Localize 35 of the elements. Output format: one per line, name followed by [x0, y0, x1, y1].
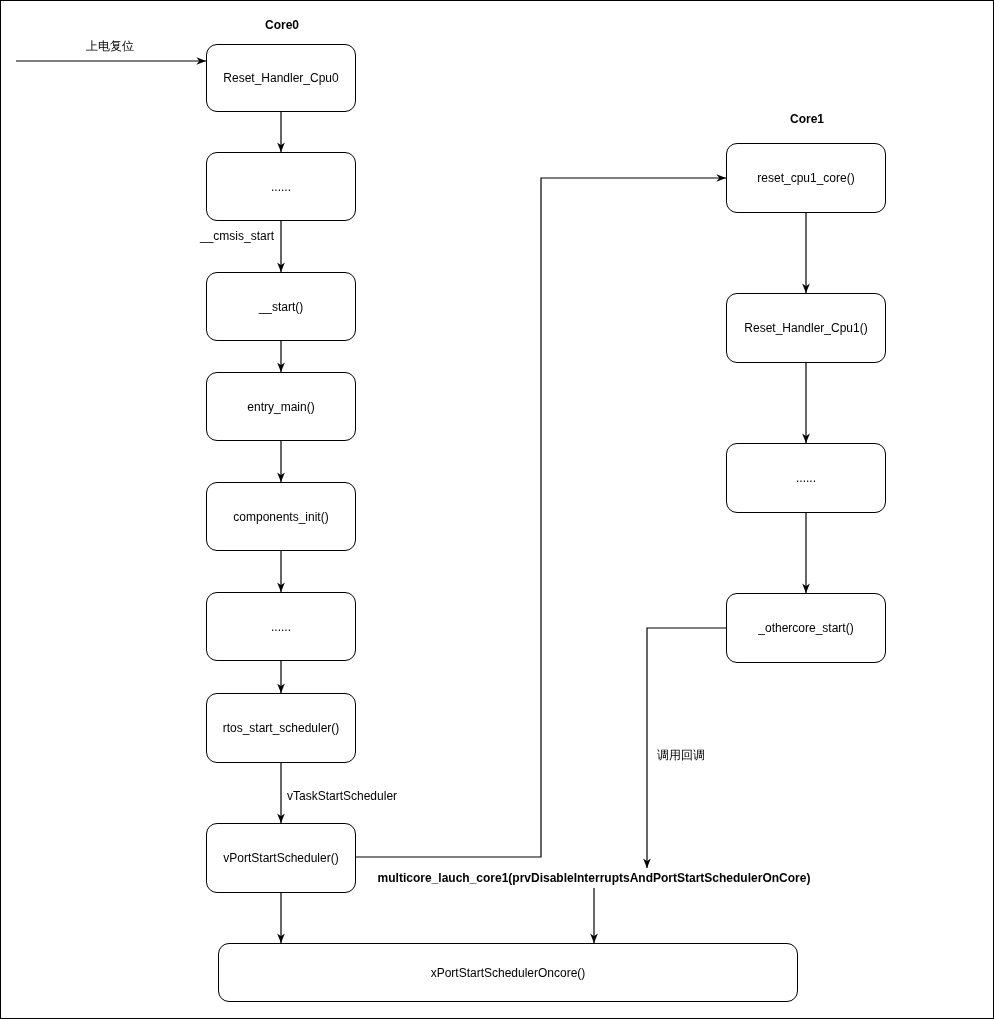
arrow: [802, 362, 810, 444]
process-box: __start(): [206, 272, 356, 341]
arrow: [643, 627, 727, 869]
arrow: [590, 887, 598, 944]
arrow: [355, 174, 727, 858]
process-box: ......: [206, 152, 356, 221]
edge-label: vTaskStartScheduler: [287, 789, 398, 803]
arrow: [277, 111, 285, 153]
process-box: _othercore_start(): [726, 593, 886, 663]
column-heading: Core1: [790, 112, 824, 126]
process-box: Reset_Handler_Cpu0: [206, 44, 356, 112]
edge-label: 上电复位: [86, 39, 134, 53]
arrow: [277, 550, 285, 593]
arrow: [277, 440, 285, 483]
process-box: reset_cpu1_core(): [726, 143, 886, 213]
arrow: [802, 512, 810, 594]
arrow: [277, 892, 285, 944]
column-heading: Core0: [265, 18, 299, 32]
process-box: ......: [206, 592, 356, 661]
function-call-text: multicore_lauch_core1(prvDisableInterruptsAndPortStartSchedulerOnCore): [374, 868, 814, 888]
arrow: [15, 57, 207, 65]
arrow: [277, 220, 285, 273]
process-box: components_init(): [206, 482, 356, 551]
process-box: Reset_Handler_Cpu1(): [726, 293, 886, 363]
process-box: ......: [726, 443, 886, 513]
process-box: rtos_start_scheduler(): [206, 693, 356, 763]
process-box: xPortStartSchedulerOncore(): [218, 943, 798, 1002]
edge-label: 调用回调: [657, 748, 705, 762]
process-box: entry_main(): [206, 372, 356, 441]
arrow: [277, 762, 285, 824]
arrow: [277, 660, 285, 694]
arrow: [802, 212, 810, 294]
process-box: vPortStartScheduler(): [206, 823, 356, 893]
arrow: [277, 340, 285, 373]
edge-label: __cmsis_start: [200, 229, 275, 243]
